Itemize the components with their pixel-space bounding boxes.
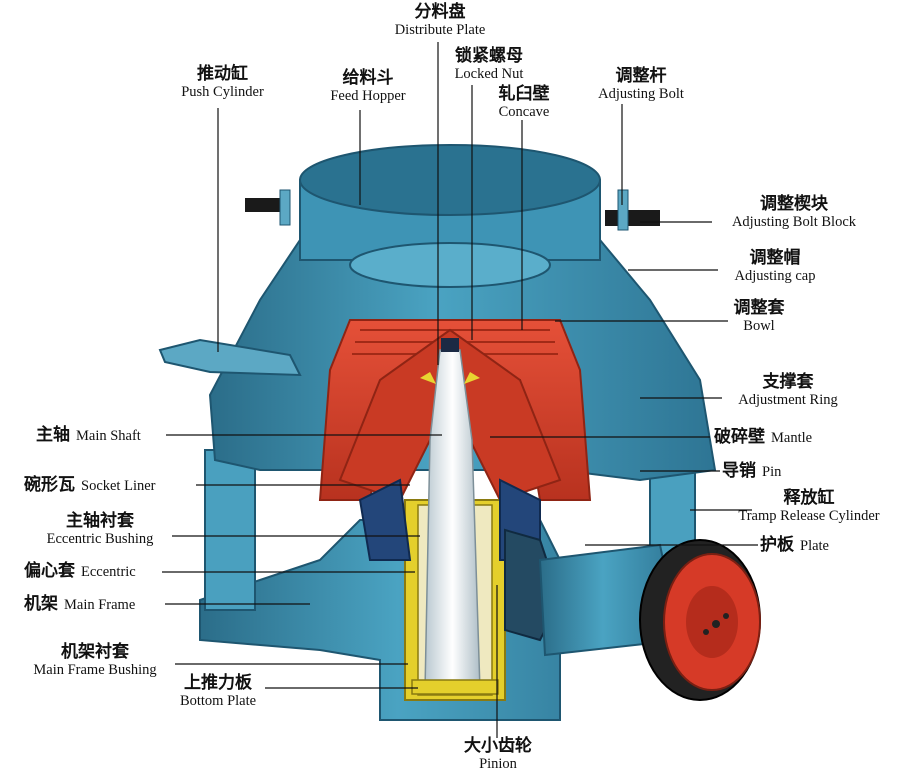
- label-bowl: 调整套 Bowl: [722, 300, 796, 334]
- locked-nut-shape: [441, 338, 459, 352]
- label-en: Pinion: [479, 756, 517, 772]
- push-cylinder-shape: [158, 338, 302, 377]
- label-en: Bottom Plate: [179, 693, 257, 709]
- label-feed-hopper: 给料斗 Feed Hopper: [318, 70, 418, 104]
- tramp-release-cylinder-left: [204, 449, 256, 611]
- label-main-shaft: 主轴 Main Shaft: [36, 427, 141, 444]
- label-distribute-plate: 分料盘 Distribute Plate: [380, 4, 500, 38]
- socket-liner-shape: [358, 478, 412, 561]
- label-en: Distribute Plate: [394, 22, 486, 38]
- label-en: Concave: [498, 104, 550, 120]
- label-en: Tramp Release Cylinder: [738, 508, 880, 524]
- label-locked-nut: 锁紧螺母 Locked Nut: [444, 48, 534, 82]
- label-en: Feed Hopper: [330, 88, 406, 104]
- leader-lines: [162, 42, 758, 738]
- label-zh: 破碎壁: [714, 427, 765, 447]
- label-zh: 锁紧螺母: [455, 46, 523, 66]
- label-en: Locked Nut: [454, 66, 524, 82]
- label-adjustment-ring: 支撑套 Adjustment Ring: [724, 374, 852, 408]
- label-zh: 导销: [722, 461, 756, 481]
- adjusting-bolt-block-left: [245, 198, 285, 212]
- label-en: Main Shaft: [76, 428, 141, 444]
- label-zh: 护板: [760, 535, 794, 555]
- label-socket-liner: 碗形瓦 Socket Liner: [24, 477, 156, 494]
- label-tramp-release-cylinder: 释放缸 Tramp Release Cylinder: [722, 490, 896, 524]
- label-zh: 上推力板: [184, 673, 252, 693]
- label-zh: 调整套: [733, 298, 785, 318]
- label-zh: 机架衬套: [61, 642, 129, 662]
- label-adjusting-bolt: 调整杆 Adjusting Bolt: [585, 68, 697, 102]
- label-pin: 导销 Pin: [722, 463, 781, 480]
- label-main-frame-bushing: 机架衬套 Main Frame Bushing: [16, 644, 174, 678]
- label-main-frame: 机架 Main Frame: [24, 596, 135, 613]
- label-zh: 大小齿轮: [464, 736, 532, 756]
- label-zh: 机架: [24, 594, 58, 614]
- label-en: Main Frame: [64, 597, 136, 613]
- label-zh: 调整杆: [615, 66, 667, 86]
- label-en: Socket Liner: [81, 478, 156, 494]
- label-pinion: 大小齿轮 Pinion: [448, 738, 548, 772]
- label-zh: 碗形瓦: [24, 475, 75, 495]
- label-zh: 调整楔块: [760, 194, 828, 214]
- label-push-cylinder: 推动缸 Push Cylinder: [165, 66, 280, 100]
- label-adjusting-bolt-block: 调整楔块 Adjusting Bolt Block: [714, 196, 874, 230]
- label-en: Main Frame Bushing: [33, 662, 157, 678]
- label-zh: 偏心套: [24, 561, 75, 581]
- label-en: Adjusting Bolt: [598, 86, 684, 102]
- label-en: Bowl: [743, 318, 775, 334]
- label-zh: 调整帽: [749, 248, 801, 268]
- label-zh: 释放缸: [783, 488, 835, 508]
- label-zh: 给料斗: [342, 68, 394, 88]
- label-en: Adjusting Bolt Block: [731, 214, 857, 230]
- label-mantle: 破碎壁 Mantle: [714, 429, 812, 446]
- feed-hopper-rim: [299, 144, 601, 216]
- label-eccentric: 偏心套 Eccentric: [24, 563, 136, 580]
- label-zh: 支撑套: [762, 372, 814, 392]
- label-en: Eccentric: [81, 564, 136, 580]
- label-plate: 护板 Plate: [760, 537, 829, 554]
- label-en: Mantle: [771, 430, 813, 446]
- label-zh: 轧臼壁: [498, 84, 550, 104]
- bottom-plate-shape: [411, 679, 499, 695]
- label-en: Adjusting cap: [734, 268, 816, 284]
- label-eccentric-bushing: 主轴衬套 Eccentric Bushing: [30, 513, 170, 547]
- adjusting-bolt-shape: [617, 189, 629, 231]
- label-en: Push Cylinder: [181, 84, 264, 100]
- label-bottom-plate: 上推力板 Bottom Plate: [168, 675, 268, 709]
- label-en: Plate: [800, 538, 829, 554]
- label-zh: 推动缸: [197, 64, 248, 84]
- label-zh: 主轴衬套: [66, 511, 134, 531]
- label-en: Eccentric Bushing: [46, 531, 154, 547]
- label-adjusting-cap: 调整帽 Adjusting cap: [720, 250, 830, 284]
- adjusting-bolt-block-right: [605, 210, 660, 226]
- label-en: Pin: [762, 464, 782, 480]
- label-zh: 主轴: [36, 425, 70, 445]
- label-en: Adjustment Ring: [738, 392, 838, 408]
- label-zh: 分料盘: [414, 2, 466, 22]
- label-concave: 轧臼壁 Concave: [488, 86, 560, 120]
